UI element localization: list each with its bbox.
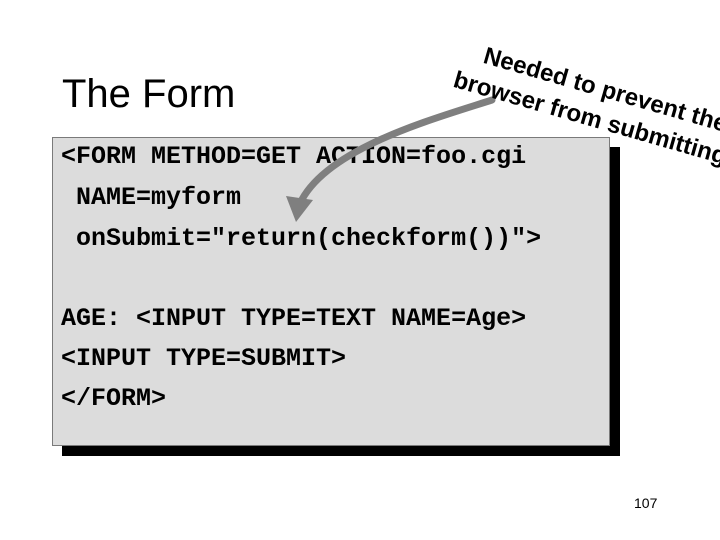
code-line-1: <FORM METHOD=GET ACTION=foo.cgi	[61, 142, 527, 171]
code-box: <FORM METHOD=GET ACTION=foo.cgi NAME=myf…	[52, 137, 610, 446]
page-number: 107	[634, 495, 658, 511]
code-line-2: NAME=myform	[61, 183, 242, 212]
code-line-6: </FORM>	[61, 384, 167, 413]
code-line-4: AGE: <INPUT TYPE=TEXT NAME=Age>	[61, 304, 527, 333]
callout-text: Needed to prevent the browser from submi…	[440, 8, 720, 183]
slide-title: The Form	[62, 72, 236, 116]
code-line-5: <INPUT TYPE=SUBMIT>	[61, 344, 347, 373]
code-line-3: onSubmit="return(checkform())">	[61, 224, 542, 253]
